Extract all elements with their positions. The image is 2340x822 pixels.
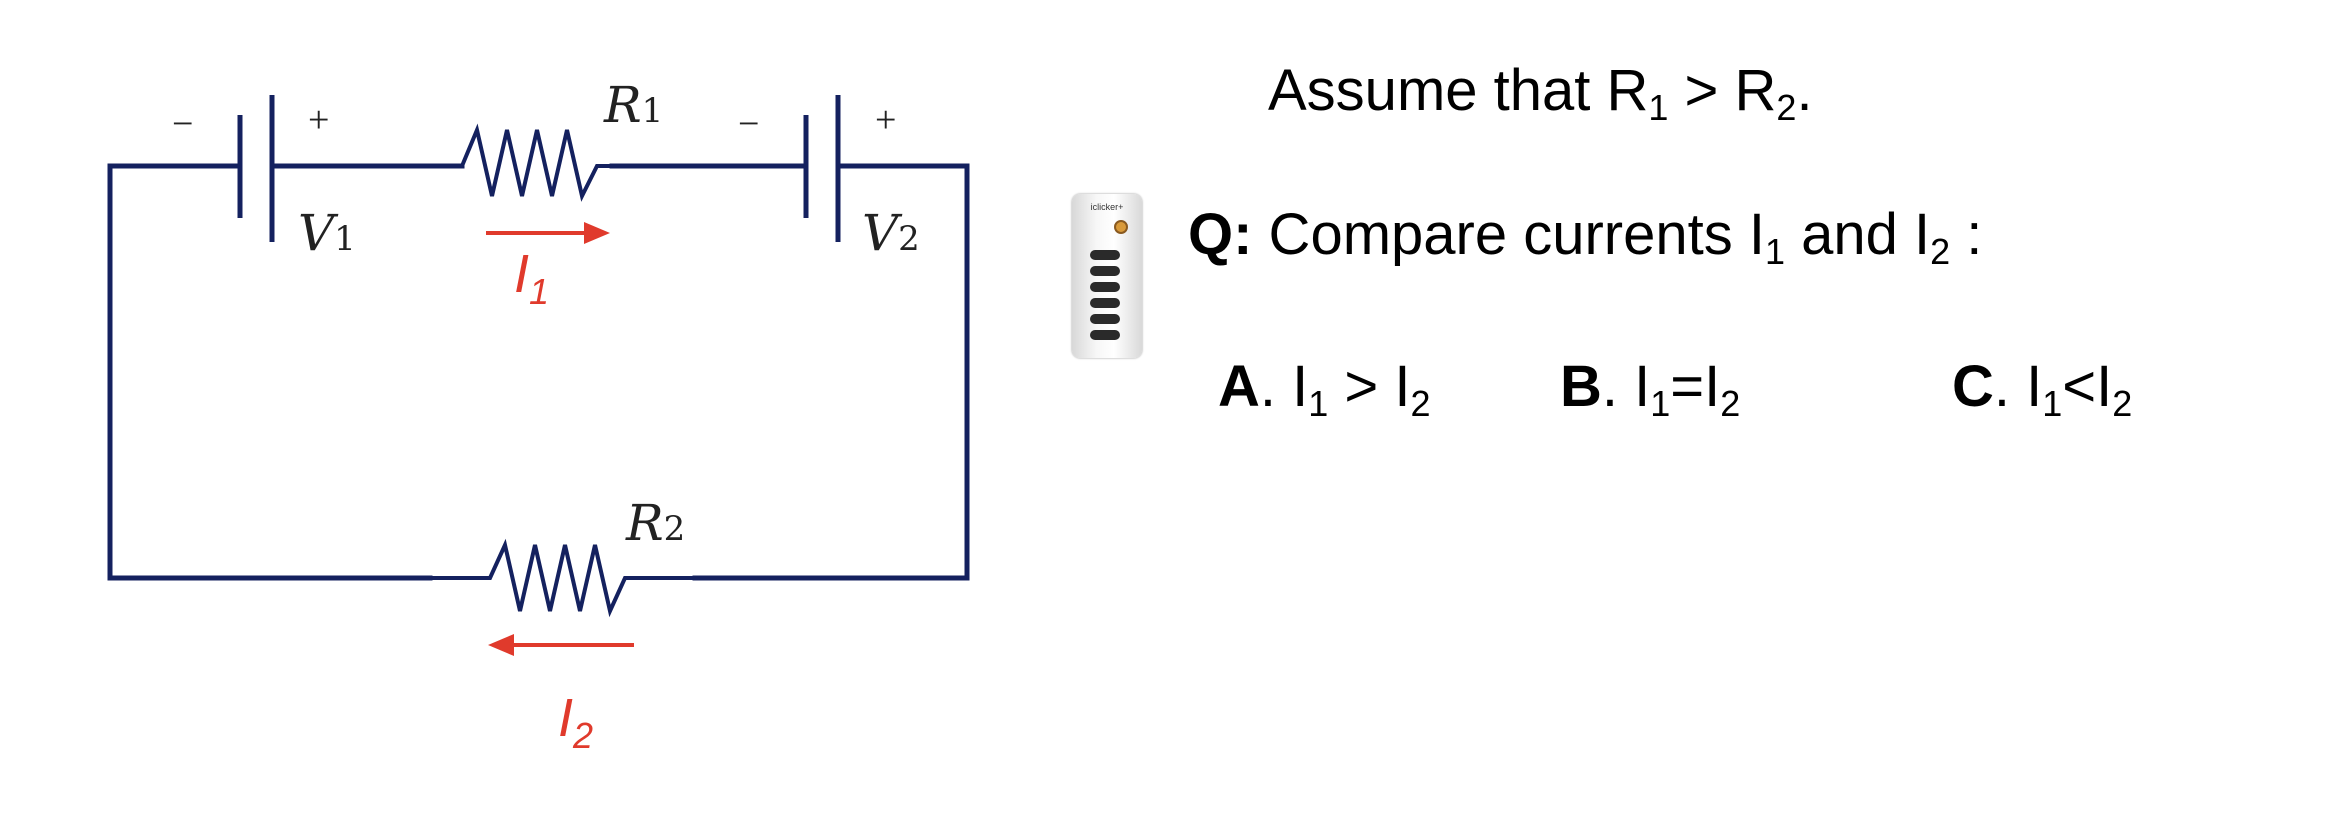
- choice-c-letter: C: [1952, 354, 1994, 419]
- resistor2-label: R2: [625, 494, 685, 552]
- clicker-key: [1090, 298, 1120, 308]
- choice-b: B. I1=I2: [1560, 354, 1741, 424]
- choice-b-letter: B: [1560, 354, 1602, 419]
- battery2-label: V2: [862, 204, 920, 262]
- battery2-plus-sign: +: [875, 99, 896, 141]
- clicker-key: [1090, 282, 1120, 292]
- current2-label: I2: [558, 688, 593, 756]
- choice-a-letter: A: [1218, 354, 1260, 419]
- battery1-minus-sign: −: [172, 103, 193, 145]
- iclicker-remote-image: iclicker+: [1072, 194, 1142, 358]
- wire-top-left: [107, 163, 433, 581]
- assumption-text: Assume that R1 > R2.: [1268, 58, 1813, 128]
- current1-arrowhead: [584, 222, 610, 244]
- clicker-keypad: [1090, 250, 1124, 346]
- resistor1-zigzag: [460, 123, 612, 202]
- choice-a: A. I1 > I2: [1218, 354, 1431, 424]
- question-label: Q:: [1188, 202, 1253, 267]
- clicker-key: [1090, 314, 1120, 324]
- clicker-key: [1090, 266, 1120, 276]
- clicker-power-button: [1114, 220, 1128, 234]
- wire-right: [692, 163, 970, 581]
- resistor2-zigzag: [430, 538, 695, 618]
- battery2-minus-sign: −: [738, 103, 759, 145]
- resistor1-label: R1: [603, 76, 663, 134]
- clicker-brand-label: iclicker+: [1090, 202, 1124, 212]
- clicker-key: [1090, 330, 1120, 340]
- question-text: Q: Compare currents I1 and I2 :: [1188, 202, 1983, 272]
- battery1-label: V1: [298, 204, 356, 262]
- clicker-key: [1090, 250, 1120, 260]
- current2-arrowhead: [488, 634, 514, 656]
- battery1-plus-sign: +: [308, 99, 329, 141]
- choice-c: C. I1<I2: [1952, 354, 2133, 424]
- current1-label: I1: [514, 244, 549, 312]
